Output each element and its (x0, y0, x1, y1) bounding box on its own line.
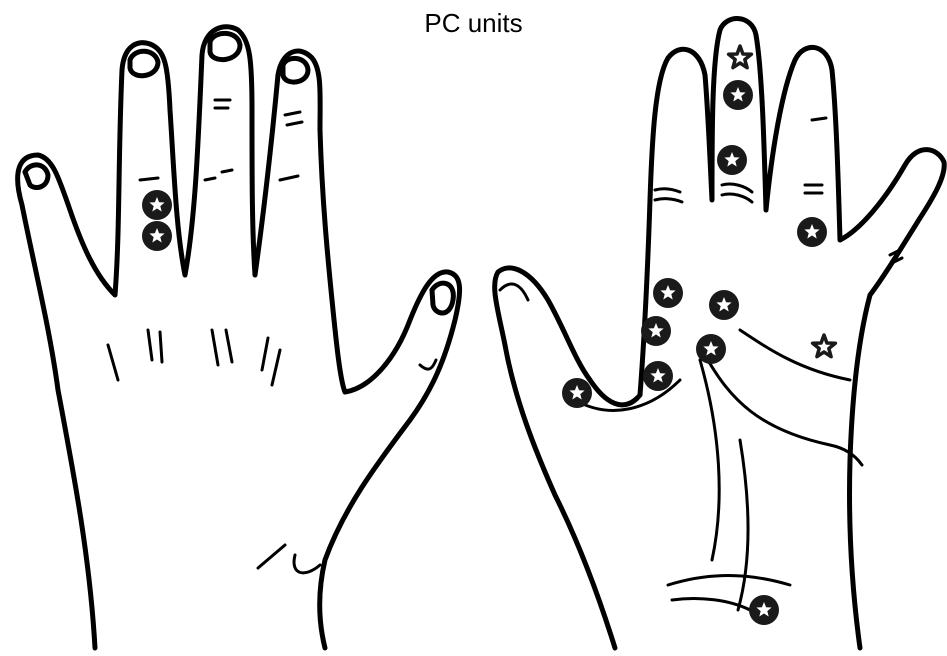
left-hand (18, 27, 460, 648)
right-hand-outline (495, 19, 945, 648)
left-index-nail (130, 51, 158, 75)
left-ring-nail (283, 58, 308, 82)
left-knuckle-creases (108, 100, 436, 573)
right-palm-creases (500, 118, 902, 610)
open-star-marker-2 (813, 335, 836, 357)
left-pinky-nail (432, 283, 453, 313)
right-hand (495, 19, 945, 648)
pc-unit-markers (142, 46, 835, 625)
left-middle-nail (210, 33, 240, 59)
left-thumb-nail (25, 165, 48, 188)
left-hand-outline (18, 27, 460, 648)
open-star-marker-1 (729, 46, 752, 68)
